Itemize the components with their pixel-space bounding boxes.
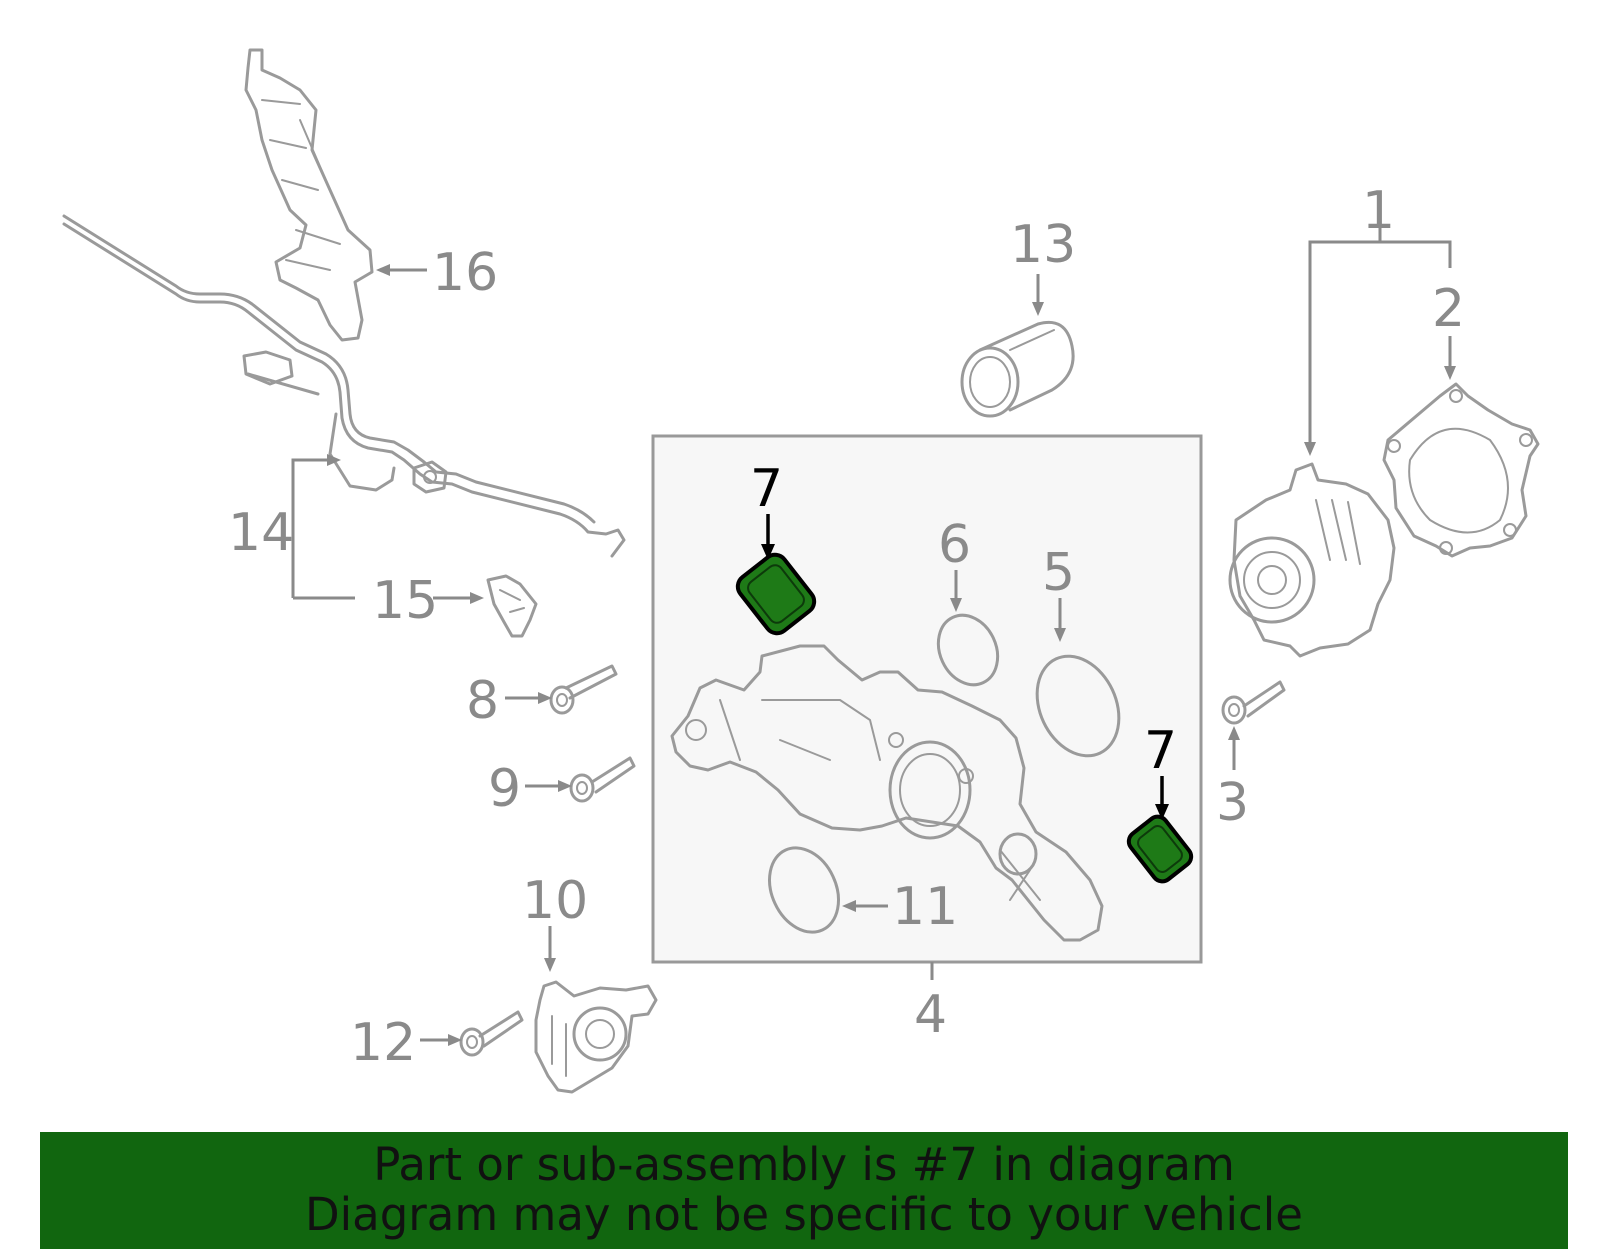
- part-10-housing[interactable]: [534, 980, 658, 1094]
- callout-5: 5: [1042, 543, 1075, 603]
- callout-15: 15: [372, 571, 438, 631]
- thermostat-housing[interactable]: [670, 644, 1104, 942]
- callout-3: 3: [1216, 773, 1249, 833]
- callout-10: 10: [522, 871, 588, 931]
- callout-6: 6: [938, 515, 971, 575]
- banner-line-2: Diagram may not be specific to your vehi…: [305, 1188, 1303, 1241]
- part-5-o-ring[interactable]: [1022, 643, 1135, 769]
- part-13-cylinder[interactable]: [960, 320, 1075, 418]
- callout-16: 16: [432, 243, 498, 303]
- callout-8: 8: [466, 671, 499, 731]
- water-pump[interactable]: [1228, 462, 1396, 658]
- callout-7-lower: 7: [1144, 721, 1177, 781]
- callout-2: 2: [1432, 279, 1465, 339]
- part-15-clip[interactable]: [486, 574, 538, 638]
- part-2-gasket[interactable]: [1382, 382, 1540, 558]
- callout-1: 1: [1362, 181, 1395, 241]
- callout-13: 13: [1010, 215, 1076, 275]
- part-6-o-ring[interactable]: [927, 606, 1008, 695]
- assembly-box: [651, 434, 1203, 964]
- callout-12: 12: [350, 1013, 416, 1073]
- callout-11: 11: [892, 877, 958, 937]
- banner-line-1: Part or sub-assembly is #7 in diagram: [373, 1138, 1235, 1191]
- part-7-highlight-lower[interactable]: [1125, 813, 1195, 886]
- info-banner: Part or sub-assembly is #7 in diagram Di…: [40, 1132, 1568, 1249]
- part-11-o-ring[interactable]: [756, 837, 851, 944]
- part-14-hose[interactable]: [62, 214, 626, 558]
- part-16-bracket[interactable]: [244, 48, 374, 342]
- callout-7-upper: 7: [750, 459, 783, 519]
- part-8-bolt[interactable]: [549, 664, 618, 715]
- callout-9: 9: [488, 759, 521, 819]
- callout-4: 4: [914, 985, 947, 1045]
- callout-14: 14: [228, 503, 294, 563]
- part-12-bolt[interactable]: [459, 1010, 524, 1057]
- part-9-bolt[interactable]: [569, 756, 636, 803]
- part-3-bolt[interactable]: [1221, 680, 1286, 725]
- part-7-highlight-upper[interactable]: [733, 550, 819, 638]
